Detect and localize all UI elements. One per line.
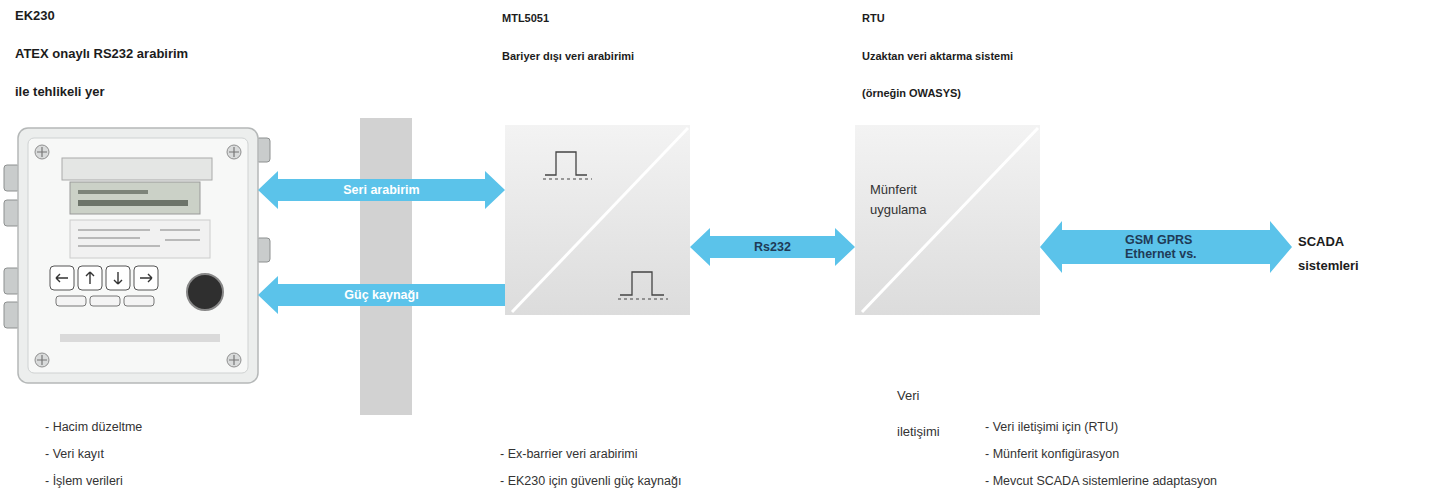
key-button [90, 296, 120, 306]
lcd-segment [78, 200, 188, 206]
arrow-label: Rs232 [754, 240, 791, 254]
scada-node: SCADA sistemleri [1292, 228, 1379, 280]
node-shape [855, 125, 1040, 315]
brand-strip [60, 334, 220, 342]
module-subtitle: Uzaktan veri aktarma sistemi [862, 50, 1013, 63]
ek230-device [4, 128, 270, 383]
key-button [124, 296, 154, 306]
device-subtitle: ile tehlikeli yer [15, 84, 105, 100]
rtu-column: RTU Uzaktan veri aktarma sistemi (örneğin … [850, 0, 1150, 470]
key-button [56, 296, 86, 306]
feature-bullet: - EK230 için güvenli güç kaynağı [500, 474, 681, 489]
mtl5051-module [505, 125, 690, 315]
display-frame [62, 158, 212, 180]
arrow-label: Güç kaynağı [344, 288, 418, 302]
feature-bullet: - İşlem verileri [45, 474, 123, 489]
feature-bullet: - Hacim düzeltme [45, 420, 142, 435]
module-body [855, 125, 1040, 315]
barrier-wall [360, 118, 412, 415]
flow-arrow [690, 228, 855, 266]
device-title: EK230 [15, 8, 55, 24]
flow-arrow [258, 276, 505, 314]
screw-slot [37, 147, 239, 365]
pulse-symbol [545, 152, 587, 175]
module-title: RTU [862, 12, 885, 25]
node-shape [18, 128, 258, 383]
box-text: Veri iletişimi [897, 378, 957, 450]
module-body [505, 125, 690, 315]
device-lid [28, 138, 248, 373]
feature-bullet: - Ex-barrier veri arabirimi [500, 447, 638, 462]
node-shape [505, 125, 690, 315]
device-column: EK230ATEX onaylı RS232 arabirim ile tehli… [0, 0, 340, 400]
device-housing [18, 128, 258, 383]
optical-port [187, 274, 223, 310]
key-arrow [56, 272, 152, 284]
arrow-label: GSM GPRS Ethernet vs. [1125, 233, 1207, 261]
lcd-display [70, 182, 200, 214]
module-diagonal [512, 128, 688, 312]
pulse-baseline [543, 178, 592, 179]
flow-arrow [258, 171, 505, 209]
module-title: MTL5051 [502, 12, 549, 25]
nameplate-lines [78, 230, 200, 246]
box-text: Münferit uygulama [870, 180, 940, 220]
feature-bullet: - Veri iletişimi için (RTU) [985, 420, 1118, 435]
rtu-module [855, 125, 1040, 315]
pulse-symbol [620, 272, 664, 295]
nameplate [70, 220, 210, 258]
device-subtitle: ATEX onaylı RS232 arabirim [15, 46, 188, 62]
feature-bullet: - Veri kayıt [45, 447, 104, 462]
lcd-segment [78, 190, 148, 194]
node-title: SCADA sistemleri [1298, 230, 1373, 278]
flow-arrow [1040, 221, 1292, 273]
arrow-label: Seri arabirim [343, 183, 419, 197]
barrier-column: MTL5051Bariyer dışı veri arabirimi [490, 0, 790, 330]
module-subtitle: Bariyer dışı veri arabirimi [502, 50, 634, 63]
module-diagonal [862, 128, 1038, 312]
module-subtitle: (örneğin OWASYS) [862, 87, 961, 100]
feature-bullet: - Münferit konfigürasyon [985, 447, 1119, 462]
feature-bullet: - Mevcut SCADA sistemlerine adaptasyon [985, 474, 1217, 489]
pulse-baseline [618, 298, 668, 299]
